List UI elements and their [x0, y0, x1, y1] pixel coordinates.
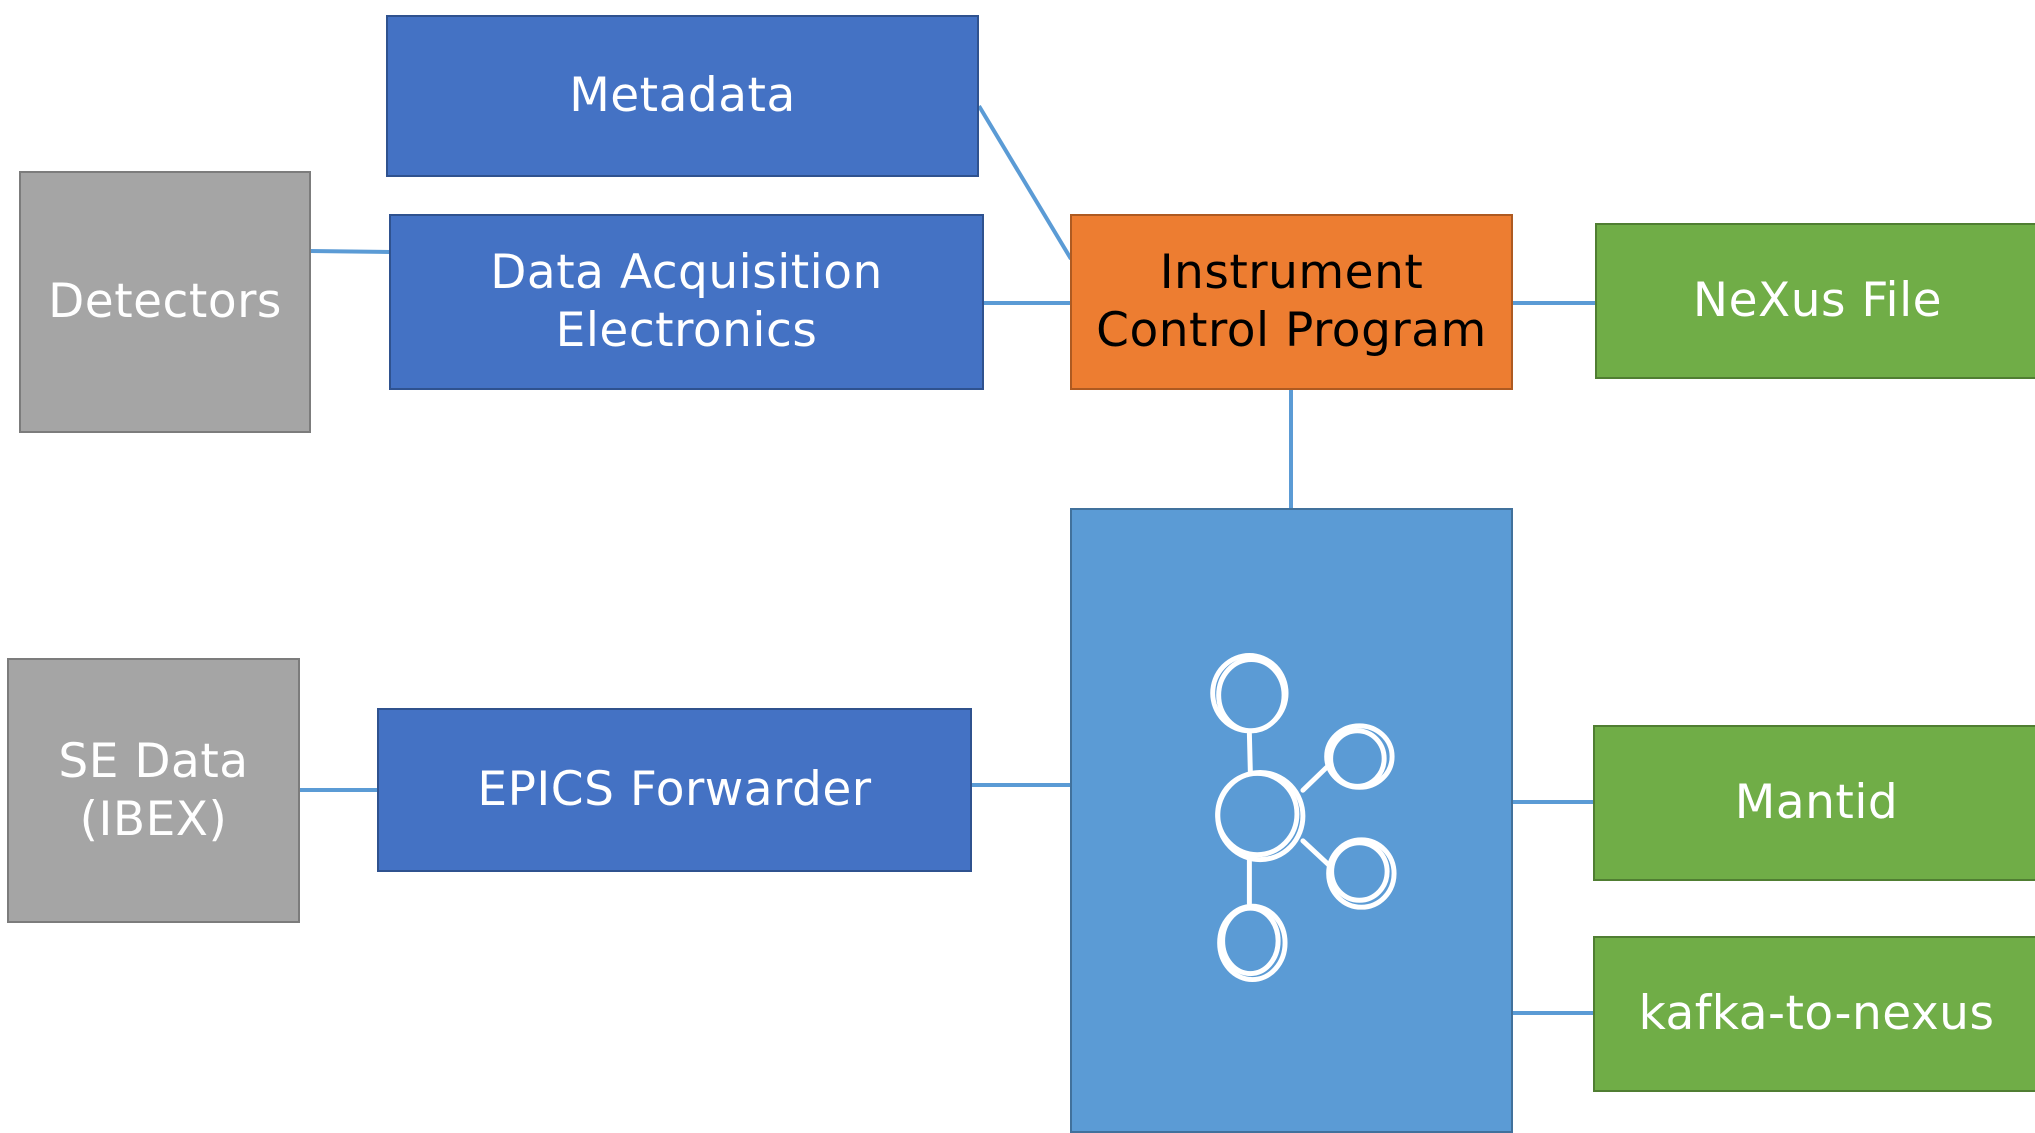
- metadata-box: Metadata: [386, 15, 979, 177]
- detectors-box: Detectors: [19, 171, 311, 433]
- detectors-label: Detectors: [48, 274, 282, 329]
- nexus-file-box: NeXus File: [1595, 223, 2035, 379]
- se-data-box: SE Data (IBEX): [7, 658, 300, 923]
- epics-forwarder-label: EPICS Forwarder: [477, 762, 872, 817]
- kafka-to-nexus-box: kafka-to-nexus: [1593, 936, 2035, 1092]
- kafka-to-nexus-label: kafka-to-nexus: [1638, 986, 1995, 1041]
- connector-detectors-to-daq: [309, 249, 391, 254]
- epics-forwarder-box: EPICS Forwarder: [377, 708, 972, 872]
- daq-electronics-label: Data Acquisition Electronics: [490, 245, 883, 358]
- mantid-label: Mantid: [1734, 775, 1899, 830]
- kafka-broker-box: [1070, 508, 1513, 1133]
- nexus-file-label: NeXus File: [1692, 273, 1943, 328]
- se-data-label: SE Data (IBEX): [58, 733, 249, 847]
- mantid-box: Mantid: [1593, 725, 2035, 881]
- metadata-label: Metadata: [569, 68, 796, 123]
- daq-electronics-box: Data Acquisition Electronics: [389, 214, 984, 390]
- kafka-logo-icon: [1210, 653, 1397, 983]
- connector-metadata-to-control: [977, 104, 1073, 261]
- instrument-control-box: Instrument Control Program: [1070, 214, 1513, 390]
- instrument-control-label: Instrument Control Program: [1096, 245, 1487, 358]
